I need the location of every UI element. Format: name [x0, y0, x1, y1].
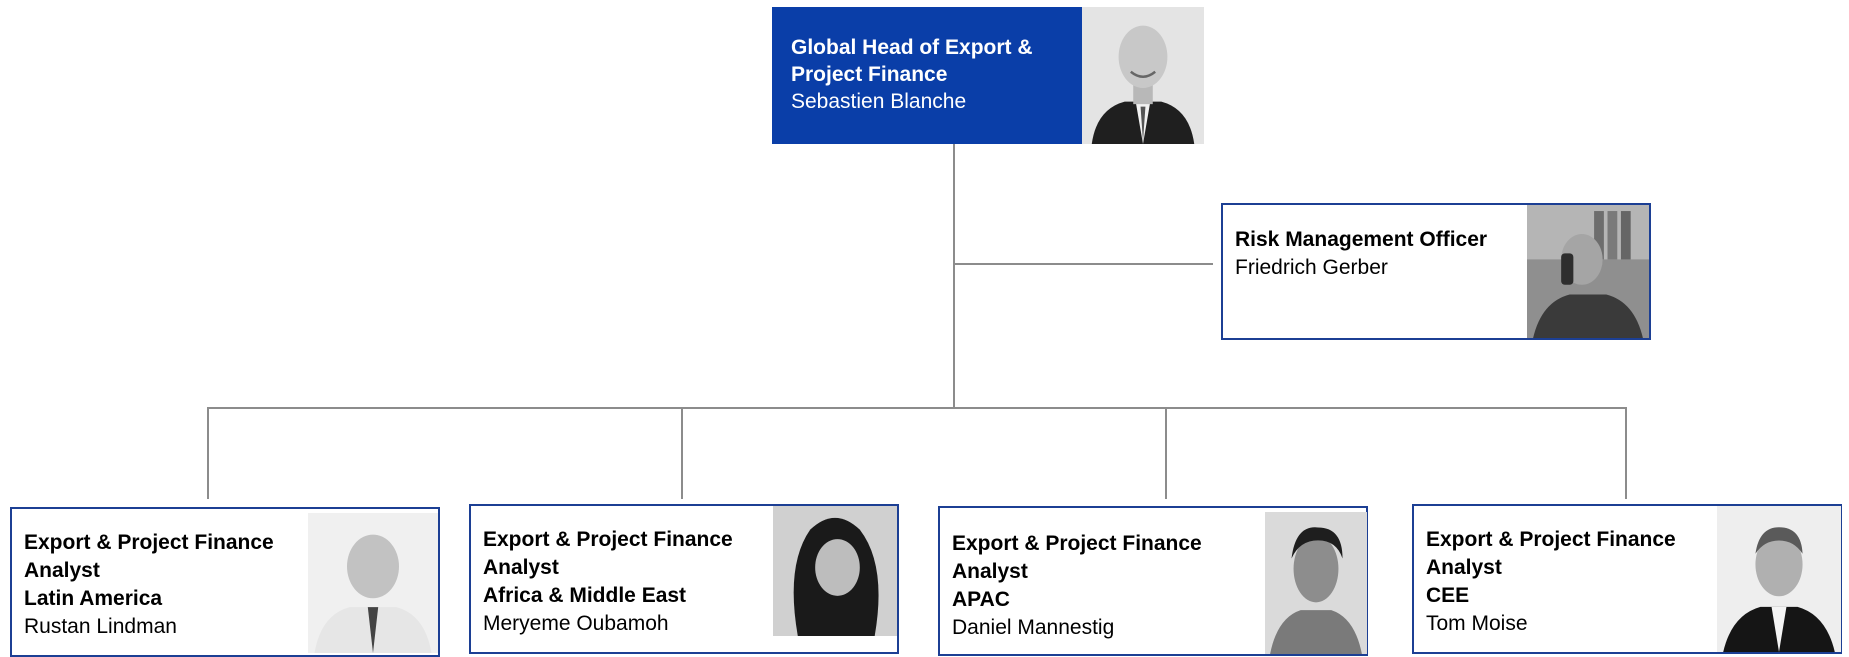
- analyst-3-name: Daniel Mannestig: [952, 616, 1115, 639]
- risk-portrait-photo: [1527, 205, 1649, 338]
- analyst-4-region: CEE: [1426, 584, 1470, 607]
- analyst-2-region: Africa & Middle East: [483, 584, 687, 607]
- analyst-4-title-line2: Analyst: [1426, 556, 1502, 579]
- org-node-analyst-1: Export & Project Finance Analyst Latin A…: [10, 507, 440, 657]
- risk-name: Friedrich Gerber: [1235, 256, 1388, 279]
- org-node-analyst-4: Export & Project Finance Analyst CEE Tom…: [1412, 504, 1842, 654]
- connector-drop-4: [1625, 407, 1627, 499]
- head-title-line1: Global Head of Export &: [791, 36, 1033, 59]
- risk-title: Risk Management Officer: [1235, 228, 1488, 251]
- connector-drop-3: [1165, 407, 1167, 499]
- analyst-1-name: Rustan Lindman: [24, 615, 177, 638]
- analyst-1-portrait-photo: [308, 513, 438, 653]
- risk-label: Risk Management Officer Friedrich Gerber: [1235, 226, 1487, 282]
- head-label: Global Head of Export & Project Finance …: [772, 7, 1082, 144]
- analyst-4-name: Tom Moise: [1426, 612, 1528, 635]
- analyst-3-region: APAC: [952, 588, 1010, 611]
- analyst-2-title-line2: Analyst: [483, 556, 559, 579]
- connector-drop-1: [207, 407, 209, 499]
- analyst-4-label: Export & Project Finance Analyst CEE Tom…: [1426, 526, 1676, 638]
- connector-drop-2: [681, 407, 683, 499]
- org-node-analyst-2: Export & Project Finance Analyst Africa …: [469, 504, 899, 654]
- analyst-1-label: Export & Project Finance Analyst Latin A…: [24, 529, 274, 641]
- org-node-head: Global Head of Export & Project Finance …: [772, 7, 1204, 144]
- head-name: Sebastien Blanche: [791, 90, 967, 113]
- connector-risk: [955, 263, 1213, 265]
- analyst-2-name: Meryeme Oubamoh: [483, 612, 669, 635]
- analyst-1-region: Latin America: [24, 587, 163, 610]
- analyst-3-portrait-photo: [1265, 512, 1367, 654]
- analyst-2-label: Export & Project Finance Analyst Africa …: [483, 526, 733, 638]
- analyst-3-title-line1: Export & Project Finance: [952, 532, 1202, 555]
- analyst-4-title-line1: Export & Project Finance: [1426, 528, 1676, 551]
- analyst-2-portrait-photo: [773, 506, 897, 636]
- connector-trunk: [953, 144, 955, 409]
- connector-horizontal: [207, 407, 1627, 409]
- analyst-1-title-line1: Export & Project Finance: [24, 531, 274, 554]
- analyst-1-title-line2: Analyst: [24, 559, 100, 582]
- org-node-risk: Risk Management Officer Friedrich Gerber: [1221, 203, 1651, 340]
- analyst-4-portrait-photo: [1717, 506, 1841, 652]
- org-node-analyst-3: Export & Project Finance Analyst APAC Da…: [938, 506, 1368, 656]
- head-title-line2: Project Finance: [791, 63, 948, 86]
- head-portrait-photo: [1082, 7, 1204, 144]
- analyst-2-title-line1: Export & Project Finance: [483, 528, 733, 551]
- analyst-3-title-line2: Analyst: [952, 560, 1028, 583]
- analyst-3-label: Export & Project Finance Analyst APAC Da…: [952, 530, 1202, 642]
